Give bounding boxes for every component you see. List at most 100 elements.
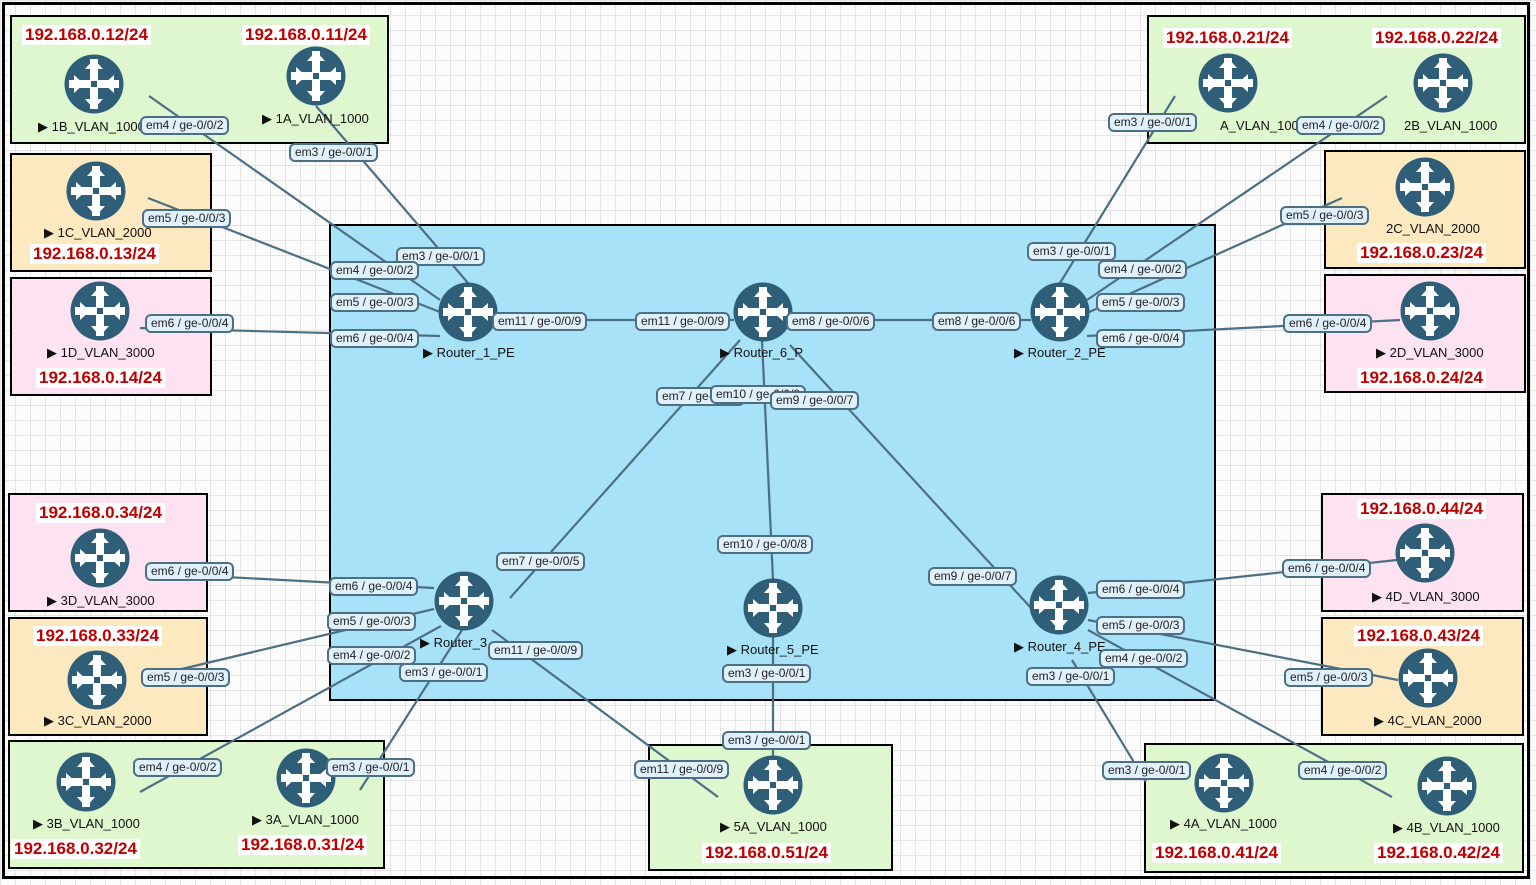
router-1b-icon[interactable]	[64, 54, 124, 114]
router-4a-label: ▶ 4A_VLAN_1000	[1170, 816, 1277, 831]
interface-label: em5 / ge-0/0/3	[1096, 293, 1186, 312]
router-3a-icon[interactable]	[276, 748, 336, 808]
interface-label: em3 / ge-0/0/1	[1027, 242, 1117, 261]
interface-label: em3 / ge-0/0/1	[722, 664, 812, 683]
router-1d-icon[interactable]	[70, 281, 130, 341]
interface-label: em3 / ge-0/0/1	[326, 758, 416, 777]
router-2-pe-label: ▶ Router_2_PE	[1014, 345, 1106, 360]
interface-label: em5 / ge-0/0/3	[1280, 206, 1370, 225]
interface-label: em11 / ge-0/0/9	[635, 312, 731, 331]
router-1-pe-label: ▶ Router_1_PE	[423, 345, 515, 360]
router-1c-icon[interactable]	[66, 161, 126, 221]
ip-1d: 192.168.0.14/24	[36, 368, 165, 388]
interface-label: em5 / ge-0/0/3	[327, 612, 417, 631]
interface-label: em4 / ge-0/0/2	[1296, 116, 1386, 135]
interface-label: em10 / ge-0/0/8	[717, 535, 814, 554]
ip-4b: 192.168.0.42/24	[1374, 843, 1503, 863]
interface-label: em11 / ge-0/0/9	[634, 760, 730, 779]
interface-label: em6 / ge-0/0/4	[1096, 329, 1186, 348]
router-4a-icon[interactable]	[1194, 753, 1254, 813]
interface-label: em11 / ge-0/0/9	[492, 312, 588, 331]
ip-2a: 192.168.0.21/24	[1163, 28, 1292, 48]
ip-1c: 192.168.0.13/24	[30, 244, 159, 264]
ip-1b: 192.168.0.12/24	[22, 25, 151, 45]
interface-label: em5 / ge-0/0/3	[330, 293, 420, 312]
router-3b-icon[interactable]	[56, 752, 116, 812]
ip-3b: 192.168.0.32/24	[11, 839, 140, 859]
interface-label: em3 / ge-0/0/1	[722, 731, 812, 750]
router-3c-label: ▶ 3C_VLAN_2000	[44, 713, 152, 728]
interface-label: em8 / ge-0/0/6	[786, 312, 876, 331]
interface-label: em8 / ge-0/0/6	[932, 312, 1022, 331]
router-3-icon[interactable]	[434, 571, 494, 631]
interface-label: em6 / ge-0/0/4	[330, 329, 420, 348]
interface-label: em3 / ge-0/0/1	[396, 247, 486, 266]
interface-label: em4 / ge-0/0/2	[140, 116, 230, 135]
interface-label: em5 / ge-0/0/3	[1096, 616, 1186, 635]
router-2a-label: A_VLAN_1000	[1220, 118, 1307, 133]
router-4-pe-icon[interactable]	[1029, 575, 1089, 635]
interface-label: em6 / ge-0/0/4	[145, 562, 235, 581]
ip-4d: 192.168.0.44/24	[1357, 499, 1486, 519]
ip-2c: 192.168.0.23/24	[1357, 243, 1486, 263]
router-3a-label: ▶ 3A_VLAN_1000	[252, 812, 359, 827]
router-6-p-icon[interactable]	[733, 282, 793, 342]
interface-label: em7 / ge-0/0/5	[496, 552, 586, 571]
router-2-pe-icon[interactable]	[1030, 282, 1090, 342]
interface-label: em3 / ge-0/0/1	[399, 663, 489, 682]
router-2b-icon[interactable]	[1413, 53, 1473, 113]
interface-label: em5 / ge-0/0/3	[1284, 668, 1374, 687]
interface-label: em6 / ge-0/0/4	[1096, 580, 1186, 599]
router-1-pe-icon[interactable]	[438, 282, 498, 342]
router-5a-icon[interactable]	[743, 755, 803, 815]
router-1a-icon[interactable]	[286, 46, 346, 106]
router-6-p-label: ▶ Router_6_P	[720, 345, 803, 360]
interface-label: em5 / ge-0/0/3	[141, 668, 231, 687]
router-2c-icon[interactable]	[1395, 157, 1455, 217]
interface-label: em4 / ge-0/0/2	[1098, 260, 1188, 279]
ip-4c: 192.168.0.43/24	[1354, 626, 1483, 646]
interface-label: em6 / ge-0/0/4	[1283, 314, 1373, 333]
ip-4a: 192.168.0.41/24	[1152, 843, 1281, 863]
interface-label: em9 / ge-0/0/7	[928, 567, 1018, 586]
router-3c-icon[interactable]	[67, 650, 127, 710]
interface-label: em3 / ge-0/0/1	[289, 143, 379, 162]
router-2b-label: 2B_VLAN_1000	[1404, 118, 1498, 133]
router-2a-icon[interactable]	[1198, 53, 1258, 113]
router-3b-label: ▶ 3B_VLAN_1000	[33, 816, 140, 831]
router-2d-label: ▶ 2D_VLAN_3000	[1376, 345, 1484, 360]
interface-label: em4 / ge-0/0/2	[133, 758, 223, 777]
interface-label: em11 / ge-0/0/9	[488, 641, 584, 660]
ip-3d: 192.168.0.34/24	[36, 503, 165, 523]
router-1a-label: ▶ 1A_VLAN_1000	[262, 111, 369, 126]
router-3d-icon[interactable]	[70, 528, 130, 588]
router-4-pe-label: ▶ Router_4_PE	[1014, 639, 1106, 654]
interface-label: em6 / ge-0/0/4	[1282, 559, 1372, 578]
interface-label: em4 / ge-0/0/2	[1298, 761, 1388, 780]
router-2d-icon[interactable]	[1400, 281, 1460, 341]
router-1c-label: ▶ 1C_VLAN_2000	[44, 225, 152, 240]
router-4d-icon[interactable]	[1395, 523, 1455, 583]
interface-label: em4 / ge-0/0/2	[330, 261, 420, 280]
interface-label: em4 / ge-0/0/2	[1099, 649, 1189, 668]
ip-3c: 192.168.0.33/24	[33, 626, 162, 646]
ip-3a: 192.168.0.31/24	[238, 835, 367, 855]
router-4c-icon[interactable]	[1398, 648, 1458, 708]
router-4b-label: ▶ 4B_VLAN_1000	[1393, 820, 1500, 835]
router-5a-label: ▶ 5A_VLAN_1000	[720, 819, 827, 834]
ip-1a: 192.168.0.11/24	[242, 25, 370, 45]
router-1d-label: ▶ 1D_VLAN_3000	[47, 345, 155, 360]
interface-label: em6 / ge-0/0/4	[145, 314, 235, 333]
ip-2b: 192.168.0.22/24	[1372, 28, 1501, 48]
interface-label: em3 / ge-0/0/1	[1026, 667, 1116, 686]
router-2c-label: 2C_VLAN_2000	[1386, 221, 1480, 236]
router-5-pe-icon[interactable]	[743, 578, 803, 638]
router-5-pe-label: ▶ Router_5_PE	[727, 642, 819, 657]
interface-label: em3 / ge-0/0/1	[1102, 761, 1192, 780]
router-4b-icon[interactable]	[1417, 756, 1477, 816]
router-1b-label: ▶ 1B_VLAN_1000	[38, 119, 145, 134]
ip-5a: 192.168.0.51/24	[702, 843, 831, 863]
interface-label: em3 / ge-0/0/1	[1108, 113, 1198, 132]
interface-label: em5 / ge-0/0/3	[142, 209, 232, 228]
